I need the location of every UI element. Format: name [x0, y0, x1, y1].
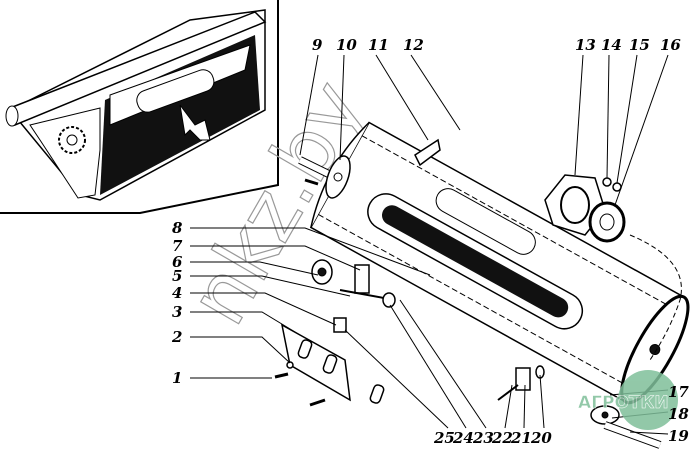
- label-16: 16: [660, 36, 681, 54]
- label-10: 10: [336, 36, 357, 54]
- inset-assembly-view: [0, 0, 279, 214]
- label-21: 21: [510, 429, 532, 447]
- label-20: 20: [530, 429, 552, 447]
- agrotki-logo: АГРОТКИ: [578, 370, 678, 430]
- label-25: 25: [433, 429, 455, 447]
- shaft-flange: [298, 155, 351, 199]
- label-19: 19: [668, 427, 689, 445]
- label-11: 11: [368, 36, 389, 54]
- label-5: 5: [172, 267, 182, 285]
- svg-text:АГРОТКИ: АГРОТКИ: [578, 393, 669, 413]
- arrow-icon: [179, 104, 211, 141]
- label-8: 8: [172, 219, 183, 237]
- label-7: 7: [172, 237, 183, 255]
- part-labels: 9 10 11 12 13 14 15 16 8 7 6 5 4 3 2 1 2…: [171, 36, 689, 447]
- label-14: 14: [601, 36, 622, 54]
- small-parts: [274, 259, 662, 449]
- label-4: 4: [172, 284, 182, 302]
- bracket-part: [414, 138, 441, 167]
- label-3: 3: [172, 303, 182, 321]
- label-15: 15: [629, 36, 650, 54]
- label-18: 18: [668, 405, 689, 423]
- label-1: 1: [172, 369, 182, 387]
- bearing-housing: [544, 174, 626, 243]
- label-6: 6: [172, 253, 183, 271]
- label-24: 24: [452, 429, 474, 447]
- label-22: 22: [491, 429, 513, 447]
- label-12: 12: [403, 36, 424, 54]
- label-23: 23: [472, 429, 494, 447]
- label-2: 2: [171, 328, 182, 346]
- label-13: 13: [575, 36, 596, 54]
- label-17: 17: [668, 383, 689, 401]
- label-9: 9: [312, 36, 323, 54]
